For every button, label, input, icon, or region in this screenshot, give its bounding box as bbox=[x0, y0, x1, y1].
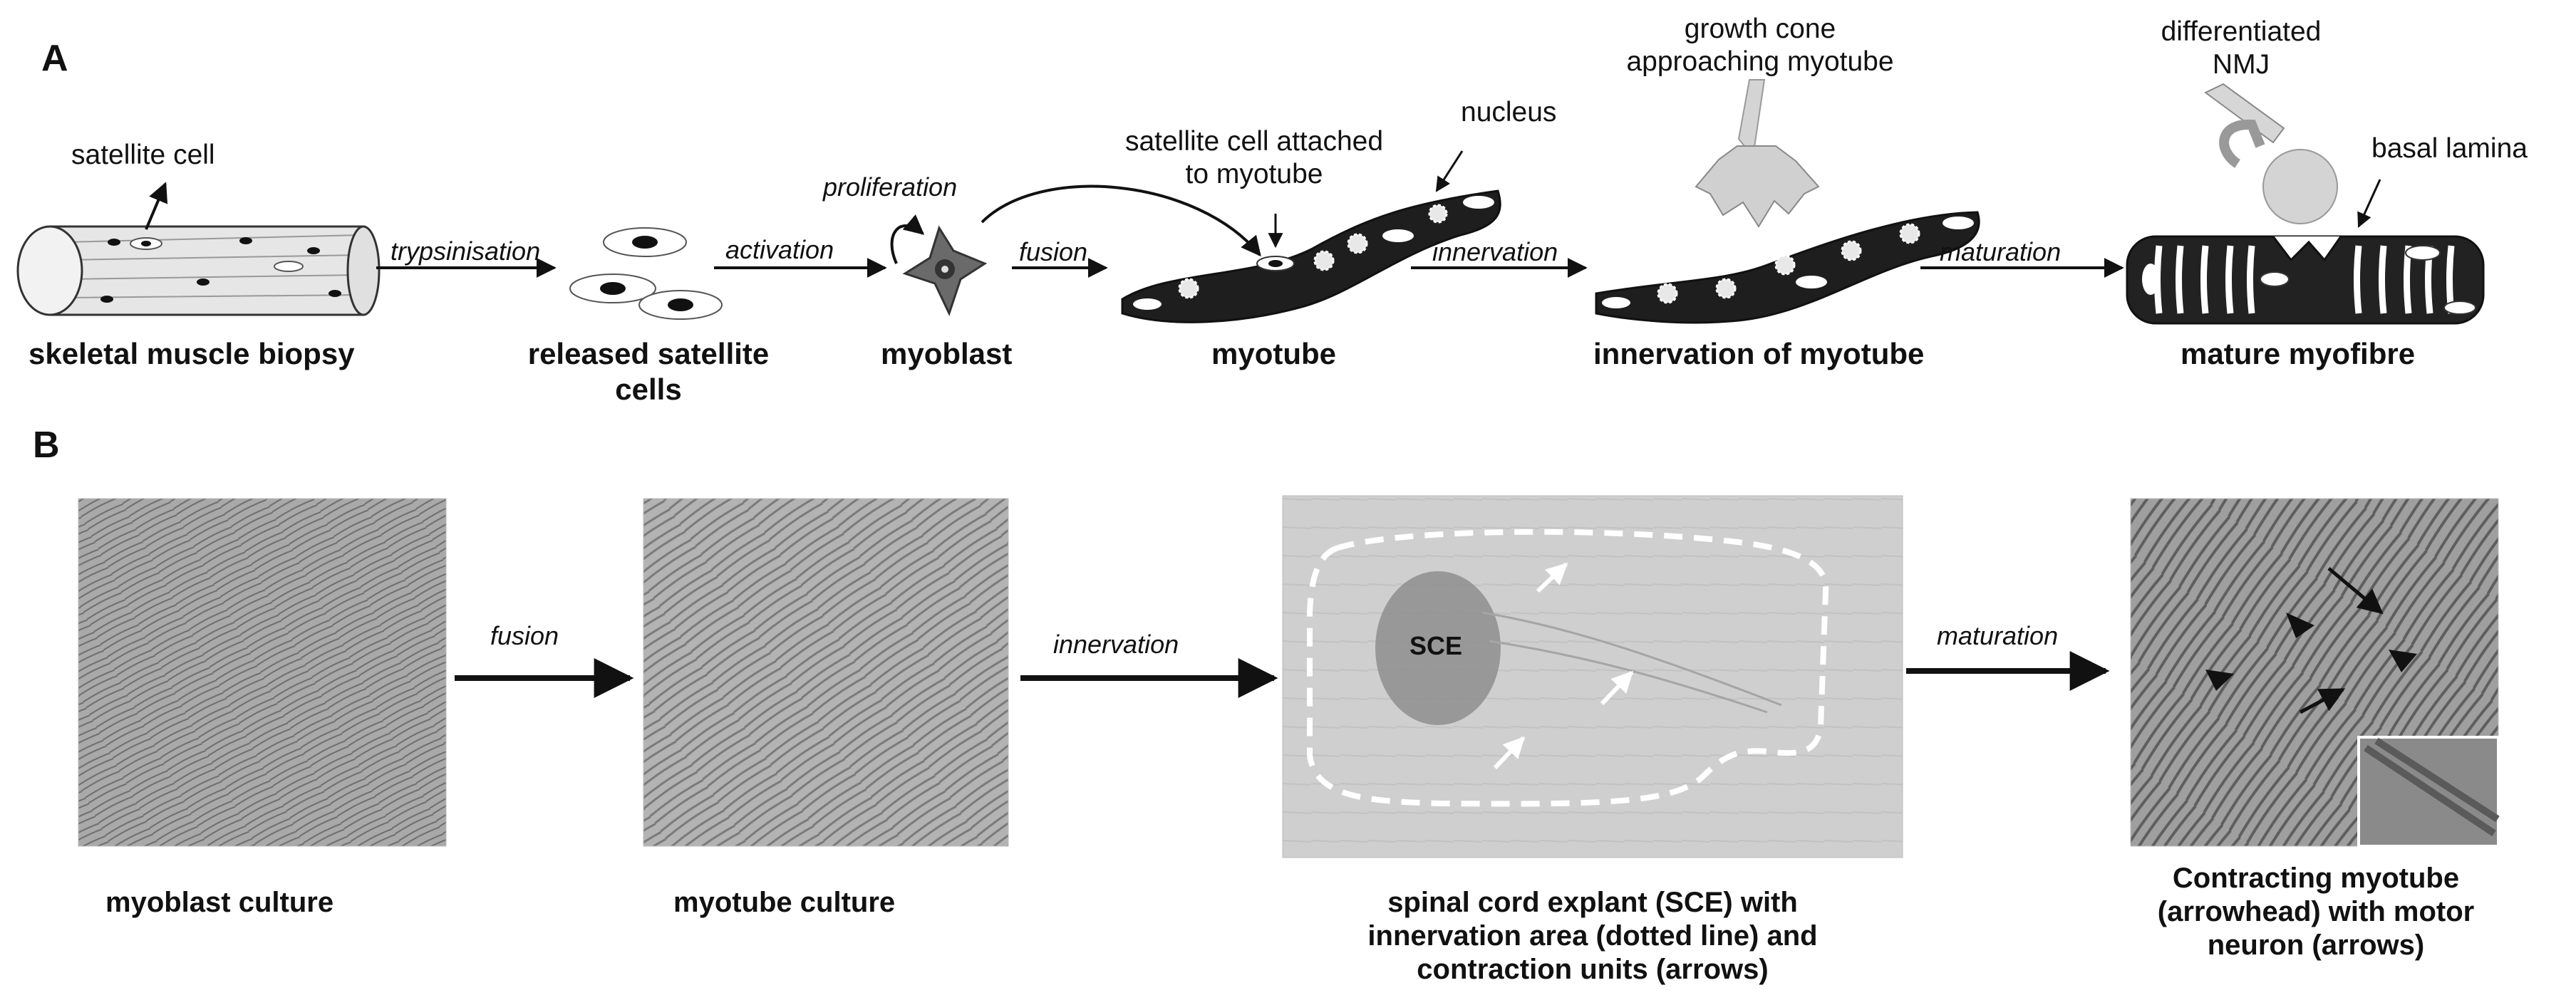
caption-sce-line2: innervation area (dotted line) and bbox=[1367, 920, 1818, 952]
stage-label-myotube: myotube bbox=[1211, 337, 1337, 370]
callout-satellite-attached: satellite cell attached to myotube bbox=[1083, 125, 1425, 191]
callout-growth-cone: growth cone approaching myotube bbox=[1582, 13, 1938, 78]
caption-spinal-cord-explant: spinal cord explant (SCE) with innervati… bbox=[1290, 886, 1895, 987]
callout-growth-cone-line1: growth cone bbox=[1684, 14, 1836, 44]
stage-label-mature-myofibre: mature myofibre bbox=[2181, 337, 2416, 370]
panel-a-arrows bbox=[376, 184, 2124, 278]
muscle-biopsy-illustration bbox=[16, 182, 381, 316]
myoblast-illustration bbox=[902, 225, 988, 317]
myotube-illustration bbox=[1121, 150, 1501, 323]
caption-contract-line2: (arrowhead) with motor bbox=[2157, 896, 2475, 928]
callout-growth-cone-line2: approaching myotube bbox=[1626, 46, 1894, 78]
stage-label-released-line2: cells bbox=[615, 372, 682, 406]
caption-sce-line1: spinal cord explant (SCE) with bbox=[1387, 887, 1798, 918]
panel-b-arrow-label-maturation: maturation bbox=[1937, 621, 2059, 650]
released-cells-illustration bbox=[569, 227, 723, 320]
stage-label-released-cells: released satellite cells bbox=[499, 336, 798, 407]
arrow-label-fusion: fusion bbox=[1019, 237, 1088, 266]
micrograph-myoblast-culture bbox=[78, 498, 447, 847]
arrow-label-proliferation: proliferation bbox=[823, 172, 958, 202]
micrograph-contracting-myotube bbox=[2130, 498, 2500, 848]
panel-b-arrow-label-innervation: innervation bbox=[1053, 630, 1179, 659]
callout-basal-lamina: basal lamina bbox=[2371, 133, 2528, 164]
panel-b-letter: B bbox=[33, 425, 60, 466]
panel-b-arrow-label-fusion: fusion bbox=[490, 621, 559, 650]
micrograph-myotube-culture bbox=[643, 498, 1009, 847]
panel-b-arrows bbox=[455, 651, 2110, 698]
caption-contracting-myotube: Contracting myotube (arrowhead) with mot… bbox=[2088, 862, 2544, 963]
callout-nucleus: nucleus bbox=[1461, 97, 1557, 127]
callout-differentiated-line1: differentiated bbox=[2161, 16, 2322, 47]
sce-label: SCE bbox=[1409, 631, 1463, 660]
arrow-label-trypsinisation: trypsinisation bbox=[390, 236, 541, 266]
caption-myotube-culture: myotube culture bbox=[673, 887, 896, 918]
micrograph-spinal-cord-explant bbox=[1282, 495, 1903, 858]
arrow-label-activation: activation bbox=[725, 235, 834, 264]
stage-label-myoblast: myoblast bbox=[881, 337, 1013, 370]
innervation-illustration bbox=[1595, 79, 1980, 324]
stage-label-biopsy: skeletal muscle biopsy bbox=[29, 337, 355, 370]
caption-contract-line3: neuron (arrows) bbox=[2207, 930, 2425, 962]
panel-a-letter: A bbox=[41, 38, 68, 79]
caption-myoblast-culture: myoblast culture bbox=[105, 887, 334, 918]
callout-satellite-cell: satellite cell bbox=[71, 140, 215, 170]
mature-myofibre-illustration bbox=[2126, 83, 2485, 325]
callout-satellite-attached-line1: satellite cell attached bbox=[1124, 126, 1384, 157]
arrow-label-innervation: innervation bbox=[1432, 237, 1558, 266]
caption-contract-line1: Contracting myotube bbox=[2172, 863, 2460, 894]
stage-label-released-line1: released satellite bbox=[527, 337, 770, 370]
callout-satellite-attached-line2: to myotube bbox=[1185, 159, 1323, 190]
caption-sce-line3: contraction units (arrows) bbox=[1417, 954, 1769, 986]
callout-differentiated-line2: NMJ bbox=[2212, 49, 2270, 80]
stage-label-innervation: innervation of myotube bbox=[1593, 337, 1925, 370]
callout-differentiated-nmj: differentiated NMJ bbox=[2127, 16, 2355, 81]
arrow-label-maturation: maturation bbox=[1940, 237, 2062, 266]
